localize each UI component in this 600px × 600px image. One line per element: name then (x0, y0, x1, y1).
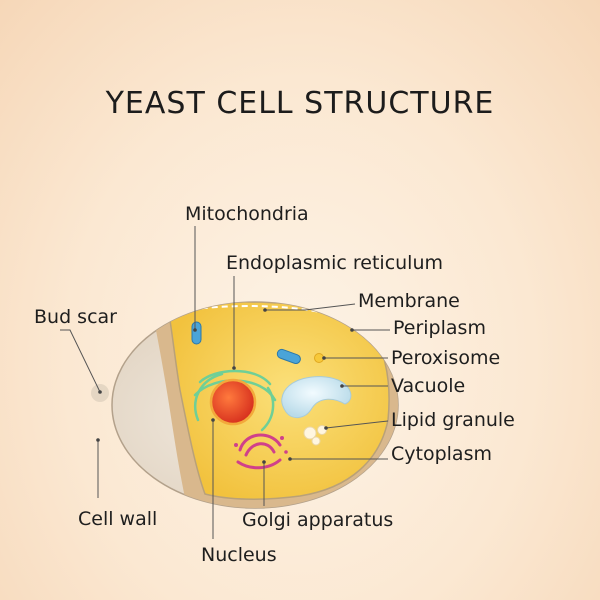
peroxisome (314, 353, 324, 363)
lipid-granule (311, 436, 321, 446)
label-golgi-apparatus: Golgi apparatus (242, 509, 393, 531)
mitochondria-2 (276, 348, 301, 365)
label-cell-wall: Cell wall (78, 508, 157, 530)
label-cytoplasm: Cytoplasm (391, 443, 492, 465)
diagram-title: YEAST CELL STRUCTURE (105, 86, 495, 121)
label-endoplasmic-reticulum: Endoplasmic reticulum (226, 252, 443, 274)
leader-lines (60, 226, 390, 539)
vacuole (281, 376, 352, 418)
cutaway-section (150, 302, 398, 508)
label-vacuole: Vacuole (391, 375, 465, 397)
golgi-apparatus (234, 433, 288, 470)
label-periplasm: Periplasm (393, 317, 486, 339)
label-membrane: Membrane (358, 290, 460, 312)
label-peroxisome: Peroxisome (391, 347, 500, 369)
label-mitochondria: Mitochondria (185, 203, 309, 225)
label-lipid-granule: Lipid granule (391, 409, 515, 431)
mitochondria-1 (191, 321, 202, 345)
nucleus (209, 378, 257, 426)
label-nucleus: Nucleus (201, 544, 277, 566)
lipid-granule (303, 426, 317, 440)
label-bud-scar: Bud scar (34, 306, 117, 328)
